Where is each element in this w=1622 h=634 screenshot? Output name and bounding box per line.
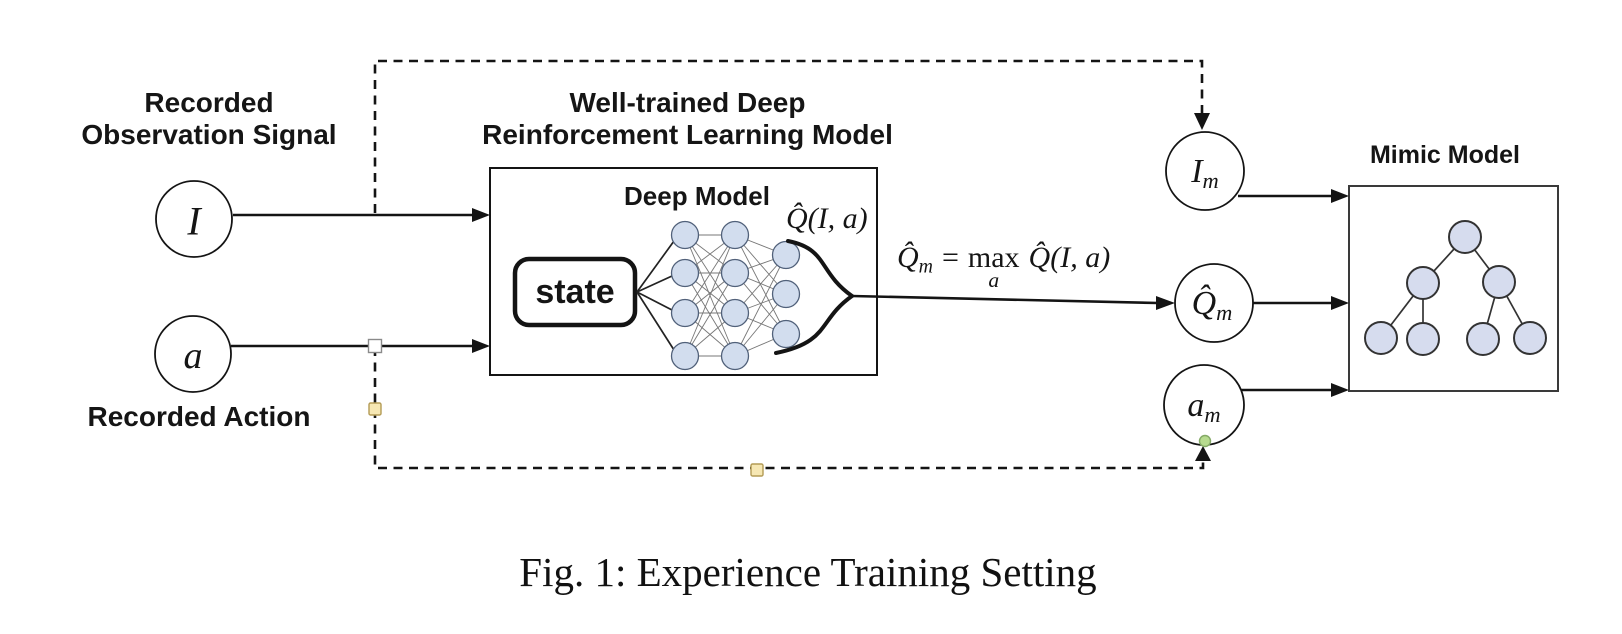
action-circle (154, 315, 232, 393)
formula-lhs-sub: m (918, 255, 933, 278)
formula-equals: = (941, 241, 959, 274)
state-fan-lines (636, 240, 675, 351)
recorded-observation-line2: Observation Signal (81, 119, 337, 151)
mimic-model-label: Mimic Model (1369, 141, 1520, 169)
formula-lhs-group: Q̂m (897, 241, 933, 279)
up-arrowhead-icon (1195, 446, 1211, 461)
im-node-sub: m (1202, 168, 1219, 194)
action-node-label: a (183, 335, 203, 377)
green-endpoint-icon (1198, 434, 1212, 448)
tree-nodes (1364, 220, 1547, 356)
im-circle (1165, 131, 1245, 211)
am-node-main: a (1187, 386, 1205, 424)
recorded-observation-label: Recorded Observation Signal (54, 87, 364, 152)
formula-lhs: Q̂ (897, 241, 919, 274)
dashed-connectors (373, 59, 1205, 470)
drl-title-line1: Well-trained Deep (569, 87, 806, 118)
white-handle-icon (367, 338, 383, 354)
bottom-feedback-dashed-line (373, 347, 1205, 470)
im-node-label: Im (1191, 152, 1219, 194)
q-output-label: Q̂(I, a) (786, 202, 868, 235)
network-nodes (670, 220, 801, 371)
formula-operator-sub: a (988, 268, 1000, 292)
qm-node-main: Q̂ (1191, 284, 1217, 322)
deep-model-label: Deep Model (624, 181, 770, 211)
qm-node-sub: m (1216, 300, 1233, 326)
mimic-model-box (1348, 185, 1559, 392)
top-feedback-dashed-line (373, 59, 1204, 213)
am-node-label: am (1187, 386, 1220, 428)
im-node-main: I (1191, 152, 1203, 190)
state-label: state (535, 273, 615, 311)
recorded-action-label: Recorded Action (87, 401, 311, 432)
output-brace-icon (774, 239, 856, 355)
q-output-arrow (851, 294, 1159, 305)
observation-node-label: I (187, 198, 201, 244)
am-node-sub: m (1204, 402, 1221, 428)
formula-rhs: Q̂(I, a) (1028, 241, 1111, 274)
drl-title: Well-trained Deep Reinforcement Learning… (455, 87, 920, 152)
yellow-handle-left-icon (368, 402, 382, 416)
qm-circle (1174, 263, 1254, 343)
terminal-circles (154, 131, 1254, 446)
formula-operator: max (967, 241, 1020, 274)
figure-caption: Fig. 1: Experience Training Setting (519, 549, 1097, 595)
down-arrowhead-icon (1194, 113, 1210, 130)
solid-arrowheads (472, 189, 1349, 397)
recorded-observation-line1: Recorded (144, 87, 274, 118)
yellow-handle-bottom-icon (750, 463, 764, 477)
solid-arrows (231, 194, 1333, 392)
observation-circle (155, 180, 233, 258)
qm-node-label: Q̂m (1192, 284, 1233, 326)
drl-title-line2: Reinforcement Learning Model (482, 119, 893, 151)
state-box (512, 256, 638, 328)
